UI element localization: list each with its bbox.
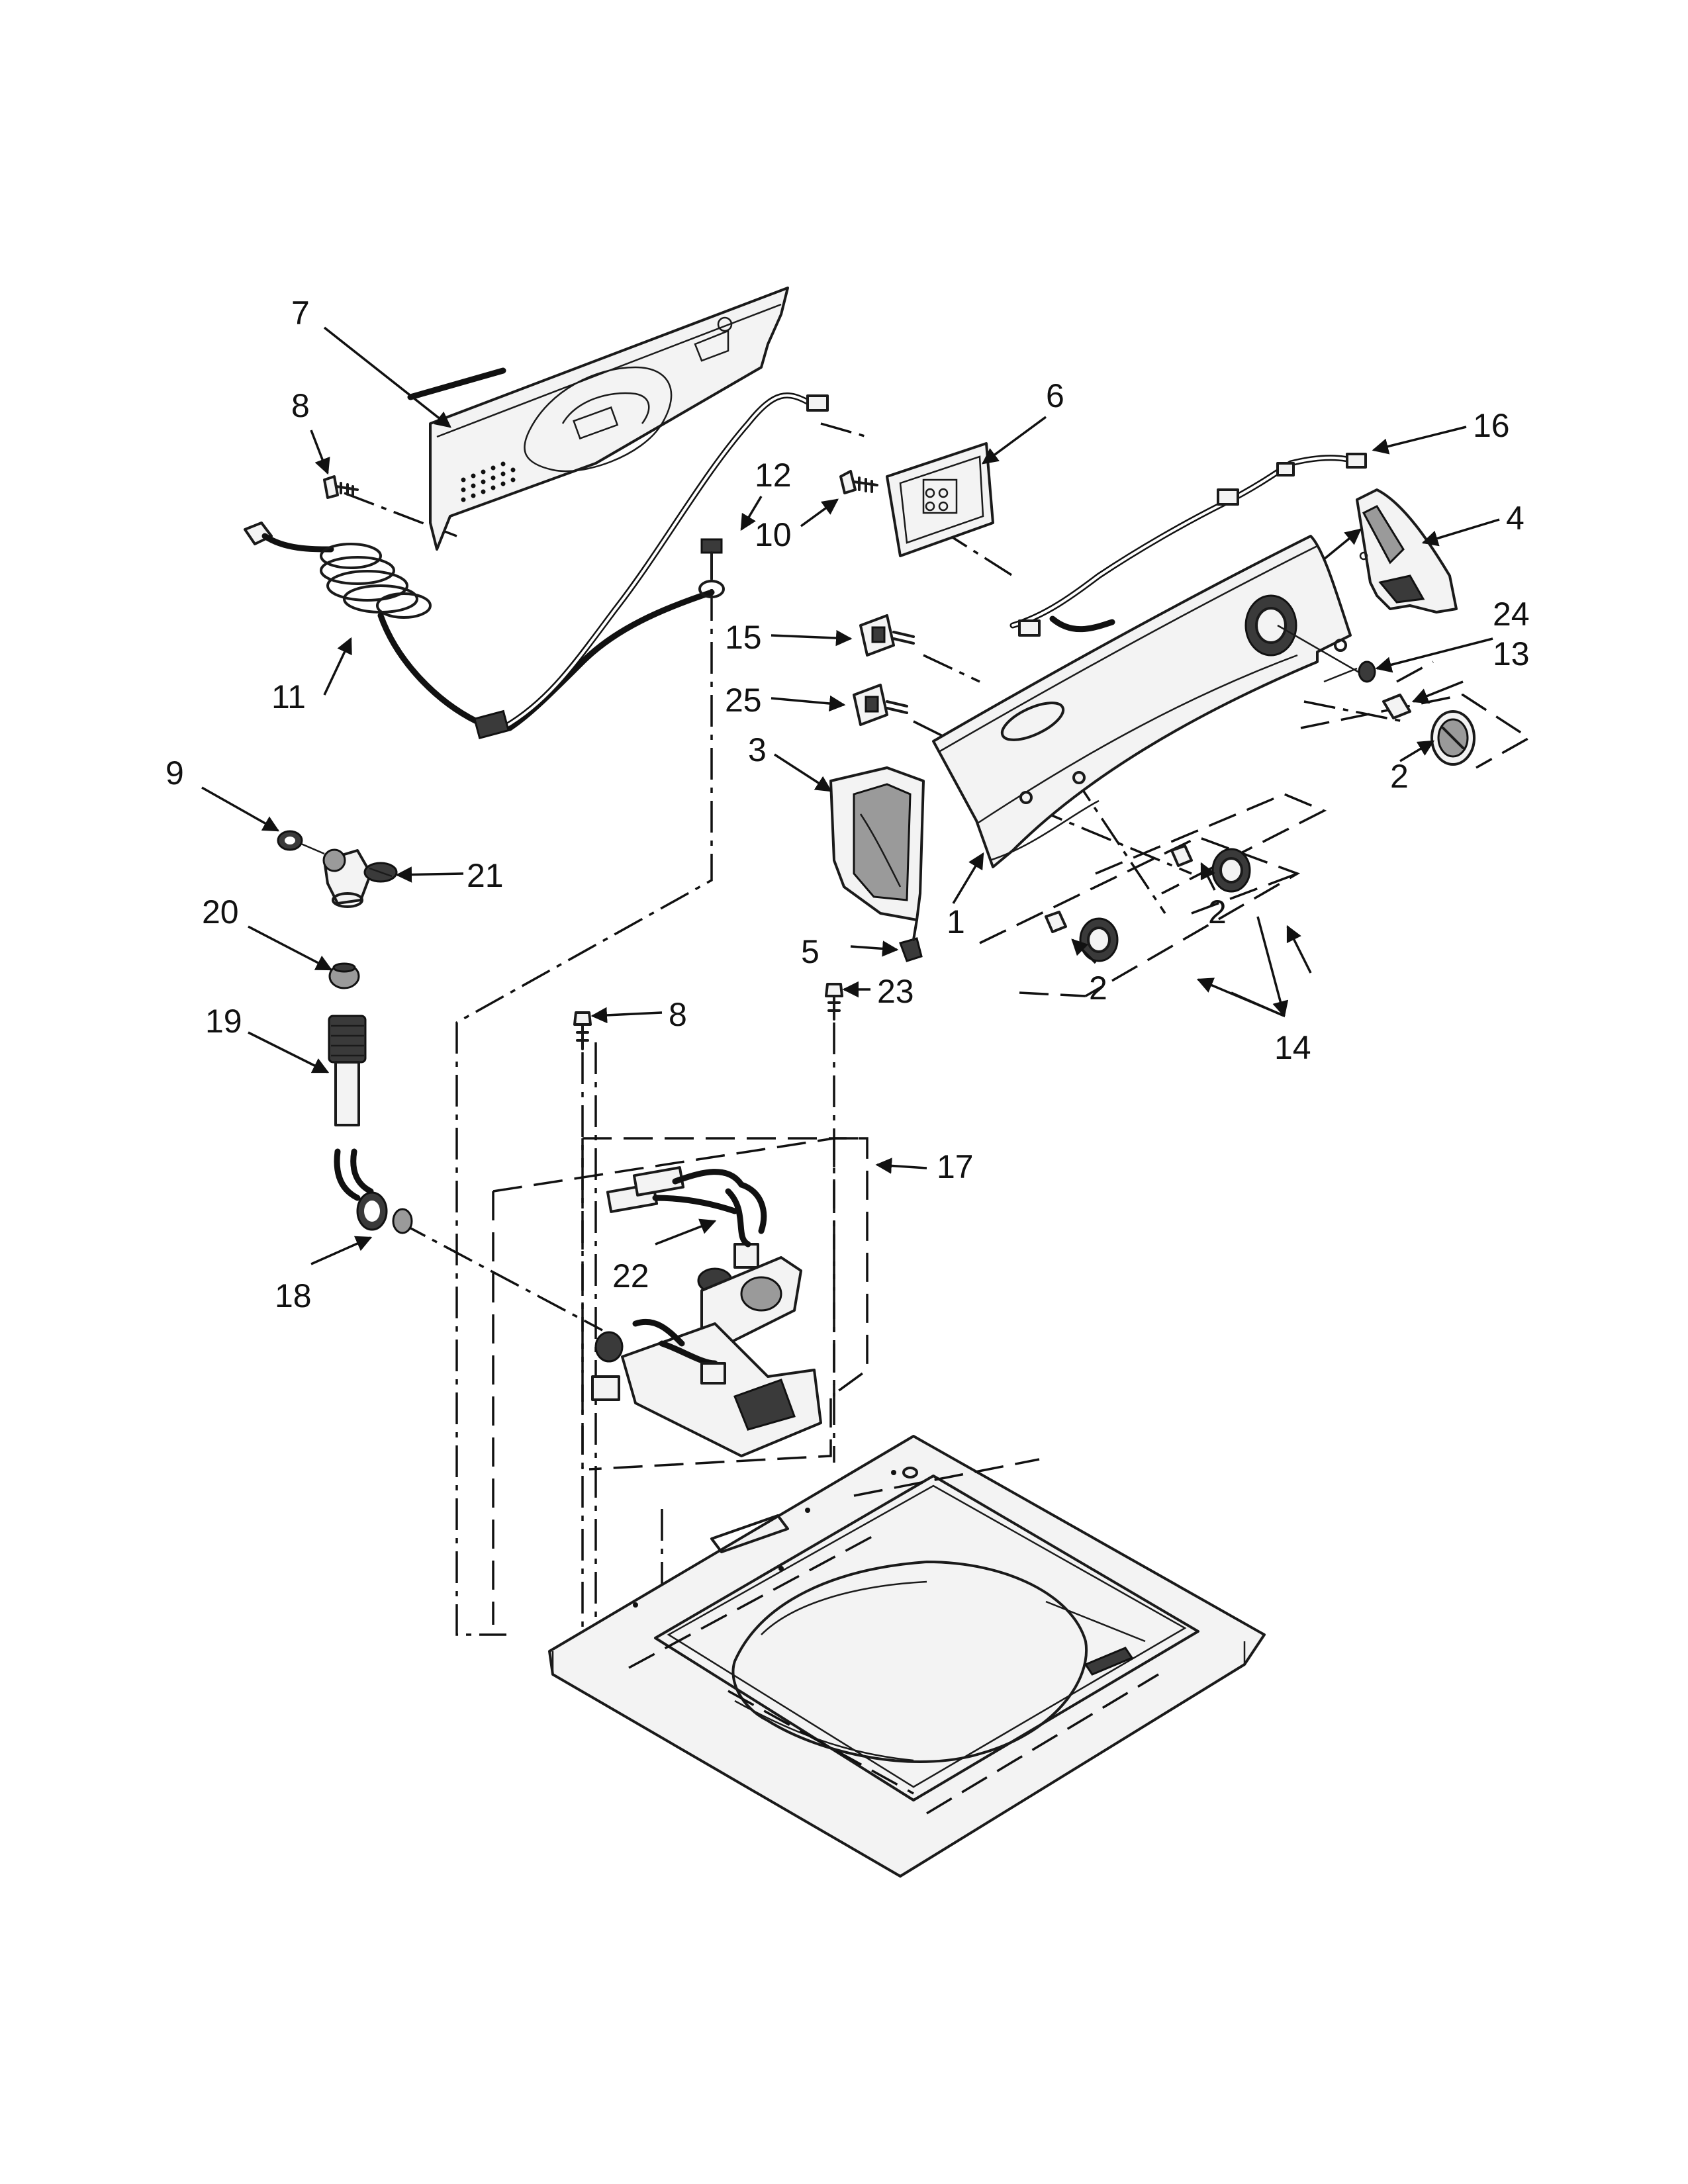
clip-24-part <box>1323 660 1376 683</box>
end-cap-right-part <box>1356 488 1458 614</box>
screw-8-mid <box>573 1011 592 1050</box>
label-20: 20 <box>202 893 239 931</box>
label-11: 11 <box>271 678 306 715</box>
label-10: 10 <box>755 516 792 553</box>
label-1: 1 <box>947 903 965 940</box>
label-2-low: 2 <box>1089 970 1107 1007</box>
control-board-part <box>886 442 994 557</box>
label-9: 9 <box>165 754 184 792</box>
leader-arrows <box>201 326 1500 1265</box>
ground-wire-part <box>473 392 829 740</box>
switch-15-part <box>859 614 915 657</box>
drain-hose-18-part <box>334 1148 413 1234</box>
knob-2-right <box>1430 710 1476 766</box>
label-15: 15 <box>725 619 762 656</box>
label-14: 14 <box>1274 1029 1311 1066</box>
screen-21-part <box>363 862 398 883</box>
power-cord-part <box>244 367 506 725</box>
group-brackets <box>492 660 1532 1625</box>
label-5: 5 <box>801 933 820 970</box>
washer-9-part <box>277 830 303 851</box>
label-6: 6 <box>1046 377 1064 414</box>
valve-harness-22-part <box>606 1166 767 1269</box>
label-16: 16 <box>1473 407 1510 444</box>
knob-13-part <box>1382 694 1411 719</box>
clip-5-part <box>899 919 923 962</box>
filter-20-part <box>328 962 360 989</box>
label-7: 7 <box>291 295 310 332</box>
label-21: 21 <box>467 857 504 894</box>
label-12: 12 <box>755 457 792 494</box>
switch-25-part <box>853 684 908 726</box>
label-8-mid: 8 <box>669 996 687 1033</box>
label-17: 17 <box>937 1148 974 1185</box>
cabinet-top-part <box>548 1435 1266 1878</box>
screw-23 <box>825 983 843 1021</box>
label-2-right: 2 <box>1390 758 1409 795</box>
label-25: 25 <box>725 682 762 719</box>
label-4: 4 <box>1506 500 1524 537</box>
screw-8-top <box>323 475 359 499</box>
callout-labels: 7 8 11 12 10 6 16 4 24 13 15 25 3 2 2 1 … <box>165 295 1530 1314</box>
hose-19-part <box>328 1015 367 1126</box>
knob-2-mid <box>1170 844 1251 893</box>
label-22: 22 <box>612 1257 649 1295</box>
label-3: 3 <box>748 731 767 768</box>
label-18: 18 <box>275 1277 312 1314</box>
label-13: 13 <box>1493 635 1530 672</box>
inlet-fitting-part <box>301 842 372 908</box>
console-part <box>932 535 1364 868</box>
back-panel-part <box>429 287 789 551</box>
knob-2-low <box>1045 911 1119 962</box>
label-23: 23 <box>877 973 914 1010</box>
console-harness-part <box>1009 453 1367 637</box>
label-2-mid: 2 <box>1208 893 1227 931</box>
label-19: 19 <box>205 1003 242 1040</box>
label-8-top: 8 <box>291 387 310 424</box>
water-valve-part <box>591 1256 822 1457</box>
screw-10 <box>839 470 878 494</box>
label-24: 24 <box>1493 596 1530 633</box>
end-cap-left-part <box>829 766 925 921</box>
